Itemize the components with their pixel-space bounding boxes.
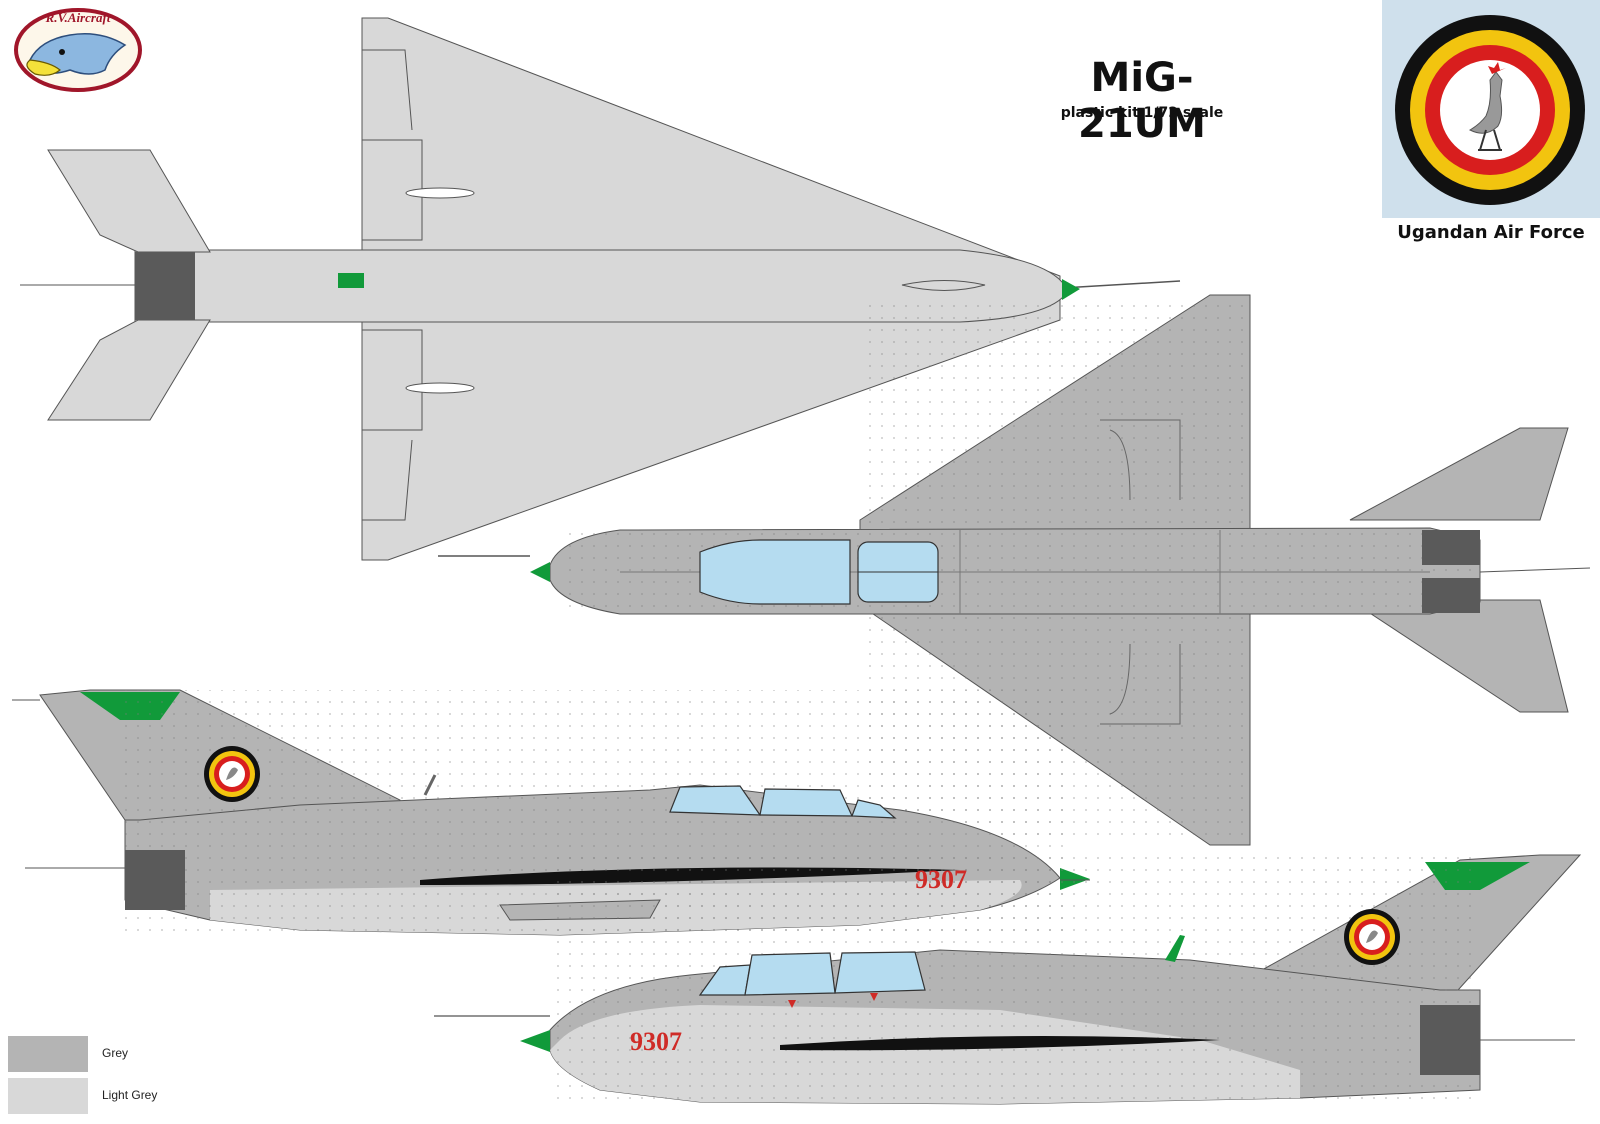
top-view-nose-cone	[1062, 279, 1080, 300]
plan-view-canopy	[699, 539, 851, 605]
right-profile: 9307	[434, 854, 1582, 1105]
plan-view-tailplane-upper	[1349, 427, 1569, 521]
top-view-exhaust	[135, 252, 195, 320]
legend-light-grey-swatch	[8, 1078, 88, 1114]
top-view-tailplane-lower	[47, 319, 211, 421]
plan-view	[438, 294, 1591, 846]
logo: R.V.Aircraft	[14, 8, 142, 92]
plan-view-tailplane-lower	[1348, 599, 1569, 713]
legend-grey-swatch	[8, 1036, 88, 1072]
page-title: MiG-21UM	[1078, 55, 1206, 147]
top-view-green-marker	[338, 273, 364, 288]
plan-view-nose-cone	[530, 562, 550, 582]
insignia-roundel	[1382, 0, 1600, 218]
top-view-tailplane-upper	[47, 149, 211, 253]
right-profile-serial: 9307	[630, 1027, 682, 1056]
logo-text: R.V.Aircraft	[45, 10, 111, 25]
eagle-head-icon	[29, 33, 127, 75]
right-profile-nose-cone	[520, 1030, 550, 1052]
left-profile-canopy	[669, 785, 762, 816]
left-profile-roundel	[204, 746, 260, 802]
top-view	[20, 17, 1181, 561]
insignia-caption: Ugandan Air Force	[1397, 222, 1585, 243]
left-profile-exhaust	[125, 850, 185, 910]
page-subtitle: plastic kit 1/72 scale	[1060, 105, 1224, 121]
plan-view-exhaust	[1422, 530, 1480, 565]
right-profile-roundel	[1344, 909, 1400, 965]
crested-crane-icon	[1468, 62, 1506, 151]
right-profile-exhaust	[1420, 1005, 1480, 1075]
legend-light-grey-label: Light Grey	[102, 1088, 158, 1102]
legend-grey-label: Grey	[102, 1046, 129, 1060]
